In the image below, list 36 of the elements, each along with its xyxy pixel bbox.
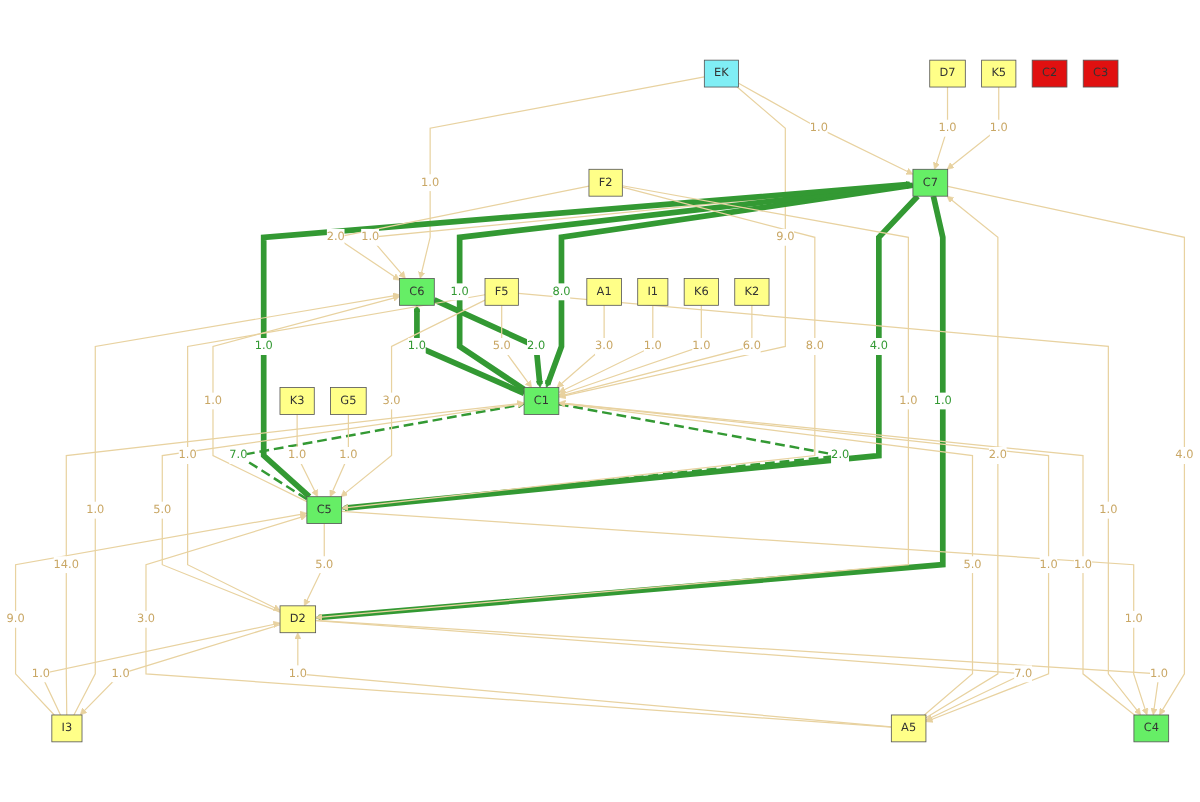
arrow: [212, 294, 400, 503]
arrow: [296, 413, 318, 497]
arrow: [14, 510, 308, 716]
arrow: [341, 194, 920, 512]
arrow: [501, 304, 532, 388]
arrow: [303, 522, 325, 607]
arrow: [558, 86, 786, 400]
arrow: [161, 400, 525, 613]
arrow: [73, 292, 400, 716]
arrow: [433, 297, 544, 388]
arrow: [517, 292, 1142, 716]
arrow: [544, 182, 914, 388]
arrow: [329, 413, 349, 497]
arrow: [947, 185, 1186, 716]
arrow: [558, 304, 753, 399]
arrow: [456, 181, 914, 392]
arrow: [558, 304, 654, 393]
arrow: [65, 400, 525, 716]
arrow: [558, 399, 1136, 716]
arrow: [556, 304, 605, 388]
arrow: [737, 82, 914, 175]
arrow: [418, 76, 705, 279]
arrow: [341, 186, 816, 512]
arrow: [558, 304, 702, 397]
arrow: [145, 513, 892, 728]
arrow: [187, 294, 486, 611]
arrow: [413, 305, 526, 396]
arrow: [315, 619, 1160, 716]
arrow: [341, 510, 1149, 716]
arrow: [933, 86, 949, 170]
arrow: [925, 195, 999, 719]
arrow: [79, 624, 281, 716]
arrow: [946, 86, 1000, 170]
arrow: [260, 181, 914, 499]
arrow: [340, 299, 486, 497]
arrow: [40, 620, 281, 716]
